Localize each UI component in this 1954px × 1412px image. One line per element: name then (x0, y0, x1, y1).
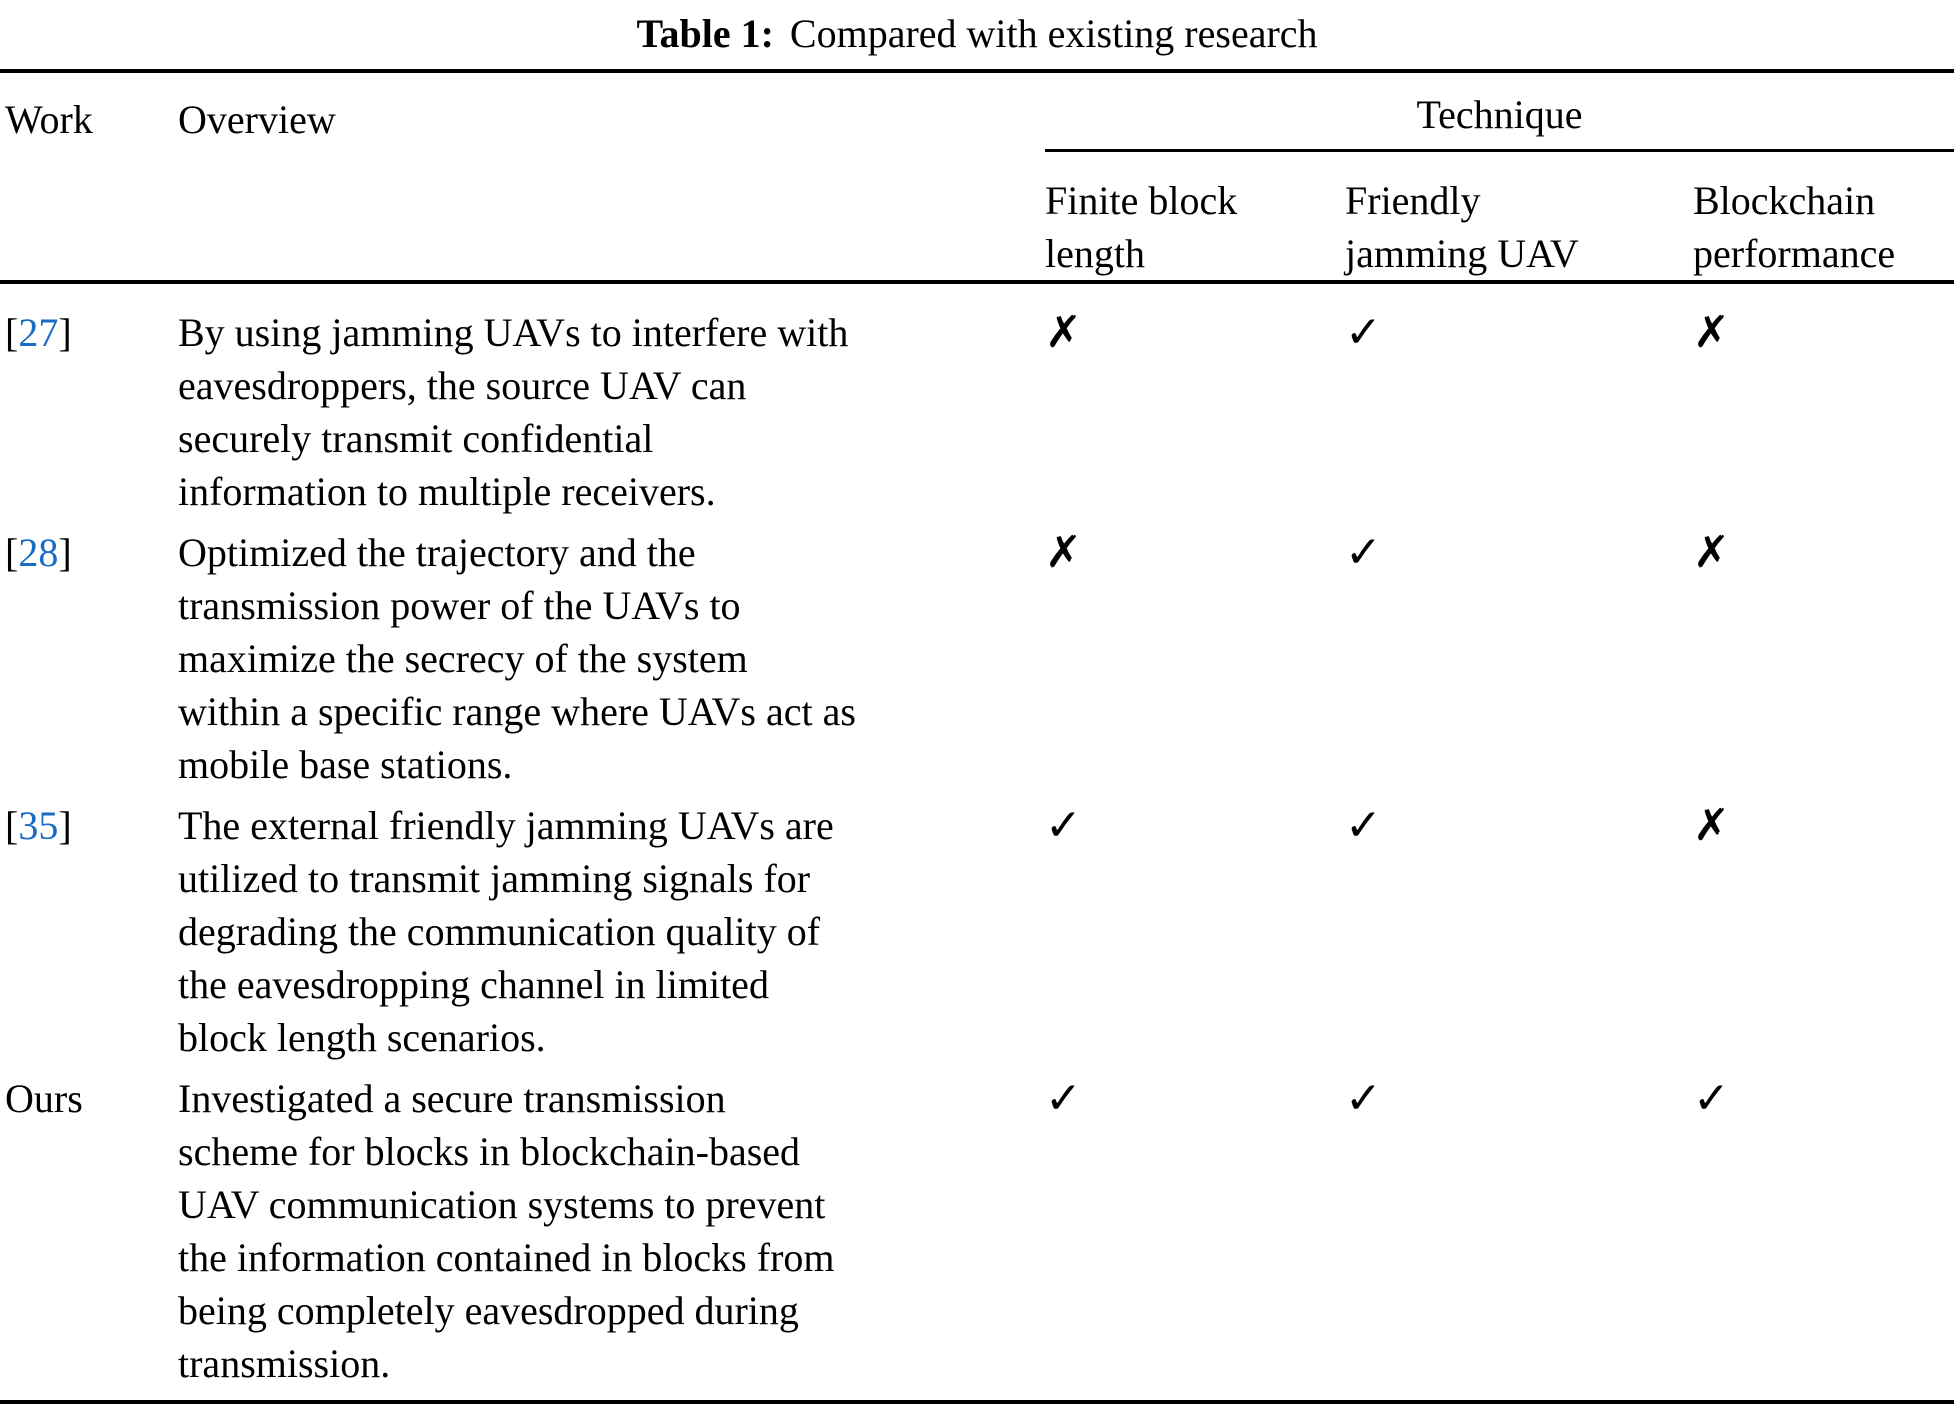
cross-icon: ✗ (1693, 800, 1730, 851)
technique-cell-finite-block-length: ✓ (1045, 1064, 1345, 1402)
technique-cell-blockchain-performance: ✗ (1693, 282, 1954, 518)
work-label: Ours (5, 1076, 83, 1121)
technique-cell-friendly-jamming-uav: ✓ (1345, 791, 1693, 1064)
table-row: Ours Investigated a secure transmission s… (0, 1064, 1954, 1402)
table-row: [27] By using jamming UAVs to interfere w… (0, 282, 1954, 518)
citation-link[interactable]: 28 (18, 530, 59, 575)
table-row: [28] Optimized the trajectory and the tra… (0, 518, 1954, 791)
technique-cell-finite-block-length: ✗ (1045, 282, 1345, 518)
column-header-finite-block-length: Finite block length (1045, 150, 1345, 284)
column-header-technique-group: Technique (1045, 71, 1954, 152)
column-header-blockchain-performance: Blockchain performance (1693, 150, 1954, 284)
technique-cell-blockchain-performance: ✓ (1693, 1064, 1954, 1402)
check-icon: ✓ (1345, 307, 1382, 358)
work-cell: [27] (5, 310, 72, 355)
column-header-friendly-jamming-uav: Friendly jamming UAV (1345, 150, 1693, 284)
comparison-table: Work Overview Technique Finite block len… (0, 69, 1954, 1404)
header-row-sub: Finite block length Friendly jamming UAV… (0, 150, 1954, 284)
work-cell: Ours (0, 1064, 178, 1402)
cross-icon: ✗ (1693, 527, 1730, 578)
table-header: Work Overview Technique Finite block len… (0, 71, 1954, 284)
check-icon: ✓ (1693, 1073, 1730, 1124)
table-caption-text: Compared with existing research (789, 11, 1318, 56)
cross-icon: ✗ (1045, 527, 1082, 578)
technique-cell-finite-block-length: ✓ (1045, 791, 1345, 1064)
check-icon: ✓ (1345, 800, 1382, 851)
table-caption-label: Table 1: (636, 11, 774, 56)
technique-cell-blockchain-performance: ✗ (1693, 791, 1954, 1064)
check-icon: ✓ (1345, 1073, 1382, 1124)
technique-cell-finite-block-length: ✗ (1045, 518, 1345, 791)
check-icon: ✓ (1045, 800, 1082, 851)
citation-link[interactable]: 27 (18, 310, 59, 355)
citation-link[interactable]: 35 (18, 803, 59, 848)
overview-text: By using jamming UAVs to interfere with … (178, 310, 849, 514)
column-header-work: Work (0, 71, 178, 284)
technique-cell-friendly-jamming-uav: ✓ (1345, 1064, 1693, 1402)
overview-text: Optimized the trajectory and the transmi… (178, 530, 856, 787)
technique-cell-friendly-jamming-uav: ✓ (1345, 518, 1693, 791)
technique-cell-blockchain-performance: ✗ (1693, 518, 1954, 791)
work-cell: [35] (5, 803, 72, 848)
cross-icon: ✗ (1045, 307, 1082, 358)
technique-cell-friendly-jamming-uav: ✓ (1345, 282, 1693, 518)
cross-icon: ✗ (1693, 307, 1730, 358)
overview-text: The external friendly jamming UAVs are u… (178, 803, 834, 1060)
table-caption: Table 1: Compared with existing research (0, 0, 1954, 69)
check-icon: ✓ (1045, 1073, 1082, 1124)
check-icon: ✓ (1345, 527, 1382, 578)
table-body: [27] By using jamming UAVs to interfere w… (0, 282, 1954, 1402)
table-row: [35] The external friendly jamming UAVs a… (0, 791, 1954, 1064)
header-row-group: Work Overview Technique (0, 71, 1954, 284)
overview-text: Investigated a secure transmission schem… (178, 1076, 835, 1386)
column-header-overview: Overview (178, 71, 1045, 284)
work-cell: [28] (5, 530, 72, 575)
